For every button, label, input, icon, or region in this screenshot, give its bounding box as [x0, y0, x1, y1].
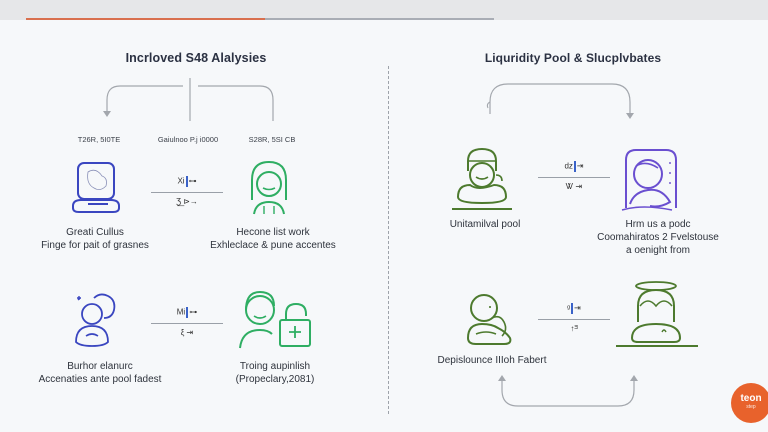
connector-top-label: Xi: [177, 176, 185, 186]
pool-person-icon: [452, 147, 512, 210]
connector-top-label: ǳ: [564, 161, 573, 171]
connector-line: [151, 192, 223, 193]
arrow-icon: ⇥: [574, 303, 581, 313]
row2-left-caption: Burhor elanurc Accenaties ante pool fade…: [38, 361, 162, 385]
blue-marker-icon: [571, 303, 574, 314]
top-bar: [0, 0, 768, 20]
branch-label-left: T26R, 5I0TE: [77, 135, 121, 144]
right-row2-left-caption: Depislounce IIIoh Fabert: [437, 355, 547, 366]
row2-right-connector: ᵍ⇥ ↑ᴲ: [538, 297, 610, 343]
progress-track: [26, 18, 494, 20]
connector-bottom-label: ↑ᴲ: [570, 324, 578, 333]
row1-right-connector: ǳ⇥ Ꮤ ⇥: [538, 155, 610, 201]
branch-label-right: S28R, 5SI CB: [248, 135, 296, 144]
row1-right-caption: Hecone list work Exhleclace & pune accen…: [210, 227, 336, 251]
panel-divider: [388, 66, 389, 414]
bottom-loop-arrow-icon: [498, 375, 638, 407]
connector-bottom-label: ξ ⇥: [180, 328, 194, 337]
arrow-icon: ⇥: [576, 161, 584, 171]
brand-logo-badge: teon step: [731, 383, 768, 423]
branch-label-center: Gaiulnoo P.j i0000: [157, 135, 219, 144]
two-people-icon: [75, 293, 116, 347]
top-loop-arrow-icon: [486, 83, 634, 119]
branch-arrows-icon: [103, 78, 274, 121]
halo-person-icon: [616, 281, 698, 347]
row1-left-connector: Xi⊶ Ʒ͟ ⊳→: [151, 170, 223, 216]
connector-top-label: Mi: [176, 307, 186, 317]
arrow-icon: ⊶: [188, 176, 197, 186]
connector-top-label: ᵍ: [567, 303, 571, 313]
blue-marker-icon: [185, 176, 188, 187]
progress-fill: [26, 18, 265, 20]
connector-line: [151, 323, 223, 324]
connector-line: [538, 177, 610, 178]
row2-right-caption: Troing aupinlish (Propeclary,2081): [235, 361, 315, 385]
connector-bottom-label: Ʒ͟ ⊳→: [176, 197, 198, 206]
laptop-map-icon: [72, 162, 120, 213]
person-icon: [251, 160, 287, 215]
arrow-icon: ⊶: [189, 307, 198, 317]
row1-left-caption: Greati Cullus Finge for pait of grasnes: [41, 227, 149, 251]
left-panel-title: Incrloved S48 Alalysies: [125, 51, 267, 65]
person-lock-icon: [239, 290, 311, 349]
baby-icon: [466, 294, 512, 345]
right-row1-left-caption: Unitamilval pool: [449, 219, 521, 230]
blue-marker-icon: [186, 307, 189, 318]
connector-line: [538, 319, 610, 320]
row2-left-connector: Mi⊶ ξ ⇥: [151, 301, 223, 347]
right-panel-title: Liquridity Pool & Slucplvbates: [484, 51, 662, 65]
connector-bottom-label: Ꮤ ⇥: [565, 182, 583, 191]
blue-marker-icon: [573, 161, 576, 172]
right-row1-right-caption: Hrm us a podc Coomahiratos 2 Fvelstouse …: [597, 219, 719, 256]
astronaut-pod-icon: [621, 149, 677, 211]
